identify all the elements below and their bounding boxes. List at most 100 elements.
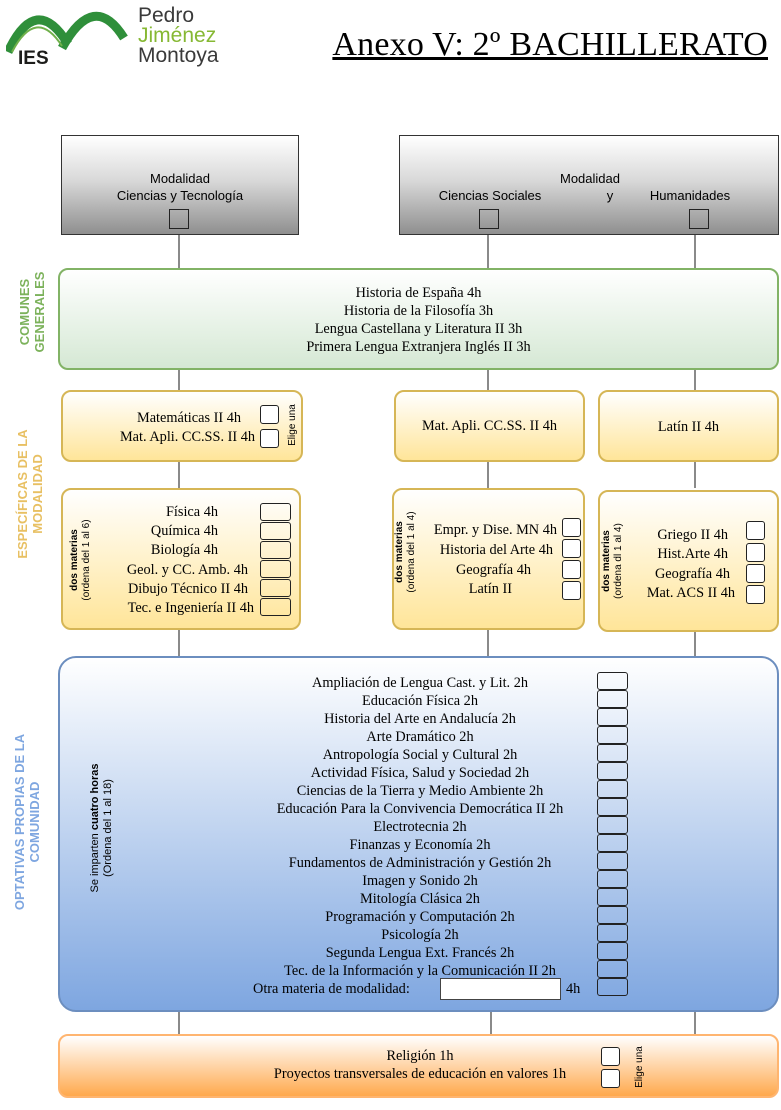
mat-ciencias-item: Matemáticas II 4h — [136, 410, 241, 426]
order-box[interactable] — [597, 726, 628, 744]
order-box[interactable] — [597, 888, 628, 906]
optativa-item: Finanzas y Economía 2h — [349, 837, 491, 853]
note-bold: cuatro horas — [89, 763, 101, 831]
order-box[interactable] — [597, 744, 628, 762]
optativas-list: Ampliación de Lengua Cast. y Lit. 2h Edu… — [210, 674, 630, 980]
ciencias-materia-item: Biología 4h — [150, 542, 218, 558]
order-box[interactable] — [597, 798, 628, 816]
order-box[interactable] — [260, 598, 291, 616]
religion-item: Religión 1h — [386, 1048, 454, 1064]
connector-line — [178, 370, 180, 390]
mat-sociales-item: Mat. Apli. CC.SS. II 4h — [421, 418, 558, 434]
order-box[interactable] — [597, 834, 628, 852]
religion-item: Proyectos transversales de educación en … — [273, 1066, 567, 1082]
optativa-item: Ciencias de la Tierra y Medio Ambiente 2… — [296, 783, 544, 799]
order-box[interactable] — [597, 942, 628, 960]
religion-list: Religión 1h Proyectos transversales de e… — [220, 1047, 620, 1083]
ies-logo: IES Pedro Jiménez Montoya — [6, 2, 226, 72]
logo-line1: Pedro — [138, 4, 195, 27]
connector-line — [178, 1012, 180, 1034]
religion-checkbox[interactable] — [601, 1047, 620, 1066]
note-prefix: Se imparten — [89, 833, 101, 893]
order-box[interactable] — [597, 690, 628, 708]
otra-materia-label: Otra materia de modalidad: — [253, 981, 410, 997]
note-line2: (Ordena del 1 al 18) — [102, 779, 114, 877]
order-box[interactable] — [597, 870, 628, 888]
order-box[interactable] — [597, 978, 628, 996]
connector-line — [490, 1012, 492, 1034]
humanidades-materia-item: Geografía 4h — [654, 566, 730, 582]
order-box[interactable] — [597, 672, 628, 690]
logo-arcs-icon — [6, 11, 128, 54]
comunes-list: Historia de España 4h Historia de la Fil… — [60, 284, 777, 356]
order-box[interactable] — [260, 503, 291, 521]
order-box[interactable] — [562, 581, 581, 600]
otra-materia-input[interactable] — [440, 978, 561, 1000]
optativa-item: Mitología Clásica 2h — [360, 891, 480, 907]
proyectos-checkbox[interactable] — [601, 1069, 620, 1088]
side-label-especificas: ESPECÍFICAS DE LA MODALIDAD — [15, 429, 45, 559]
modalidad-sociales-label: Ciencias Sociales — [438, 188, 542, 203]
connector-line — [694, 235, 696, 269]
connector-line — [694, 1012, 696, 1034]
modalidad-sociales-box: Modalidad Ciencias Sociales y Humanidade… — [399, 135, 779, 235]
optativa-item: Electrotecnia 2h — [373, 819, 467, 835]
matematicas-sociales-box: Mat. Apli. CC.SS. II 4h — [394, 390, 585, 462]
optativa-item: Educación Física 2h — [362, 693, 478, 709]
ciencias-materia-item: Química 4h — [150, 523, 218, 539]
dos-materias-ciencias-note: dos materias (ordena del 1 al 6) — [69, 505, 95, 615]
order-box[interactable] — [746, 564, 765, 583]
dos-materias-label: dos materias — [601, 530, 612, 592]
order-box[interactable] — [260, 522, 291, 540]
ciencias-materia-item: Tec. e Ingeniería II 4h — [127, 600, 254, 616]
order-box[interactable] — [597, 708, 628, 726]
modalidad-ciencias-checkbox[interactable] — [169, 209, 189, 229]
comunes-item: Primera Lengua Extranjera Inglés II 3h — [306, 339, 531, 355]
latin-humanidades-box: Latín II 4h — [598, 390, 779, 462]
sociales-materia-item: Historia del Arte 4h — [439, 542, 553, 558]
ordena-note: (ordena del 1 al 6) — [81, 519, 92, 601]
matematicas-ii-checkbox[interactable] — [260, 405, 279, 424]
modalidad-y-label: y — [606, 188, 614, 203]
order-box[interactable] — [597, 924, 628, 942]
dos-materias-humanidades-note: dos materias (ordena dl 1 al 4) — [601, 506, 627, 616]
ciencias-materia-item: Física 4h — [165, 504, 218, 520]
modalidad-sociales-checkbox[interactable] — [479, 209, 499, 229]
mat-apli-ccss-checkbox[interactable] — [260, 429, 279, 448]
order-box[interactable] — [260, 541, 291, 559]
order-box[interactable] — [260, 579, 291, 597]
religion-box: Religión 1h Proyectos transversales de e… — [58, 1034, 779, 1098]
optativa-item: Tec. de la Información y la Comunicación… — [284, 963, 556, 979]
order-box[interactable] — [746, 521, 765, 540]
humanidades-materia-item: Hist.Arte 4h — [657, 546, 728, 562]
order-box[interactable] — [562, 539, 581, 558]
optativa-item: Antropología Social y Cultural 2h — [322, 747, 518, 763]
order-box[interactable] — [562, 518, 581, 537]
order-box[interactable] — [260, 560, 291, 578]
order-box[interactable] — [746, 585, 765, 604]
dos-materias-sociales-note: dos materias (ordena del 1 al 4) — [394, 497, 420, 607]
ordena-note: (ordena dl 1 al 4) — [613, 523, 624, 599]
optativa-item: Psicología 2h — [381, 927, 459, 943]
order-box[interactable] — [597, 816, 628, 834]
order-box[interactable] — [597, 906, 628, 924]
modalidad-ciencias-box: Modalidad Ciencias y Tecnología — [61, 135, 299, 235]
optativa-item: Arte Dramático 2h — [366, 729, 474, 745]
latin-ii-item: Latín II 4h — [657, 419, 720, 435]
side-label-optativas: OPTATIVAS PROPIAS DE LA COMUNIDAD — [12, 733, 42, 911]
modalidad-humanidades-checkbox[interactable] — [689, 209, 709, 229]
order-box[interactable] — [562, 560, 581, 579]
modalidad-ciencias-line2: Ciencias y Tecnología — [116, 188, 244, 203]
order-box[interactable] — [597, 780, 628, 798]
optativa-item: Programación y Computación 2h — [325, 909, 515, 925]
order-box[interactable] — [597, 762, 628, 780]
order-box[interactable] — [597, 852, 628, 870]
connector-line — [178, 630, 180, 657]
comunes-item: Historia de la Filosofía 3h — [343, 303, 494, 319]
order-box[interactable] — [746, 543, 765, 562]
connector-line — [487, 462, 489, 488]
logo-abbr: IES — [18, 48, 49, 69]
comunes-item: Historia de España 4h — [355, 285, 482, 301]
modalidad-ciencias-line1: Modalidad — [150, 171, 210, 186]
order-box[interactable] — [597, 960, 628, 978]
